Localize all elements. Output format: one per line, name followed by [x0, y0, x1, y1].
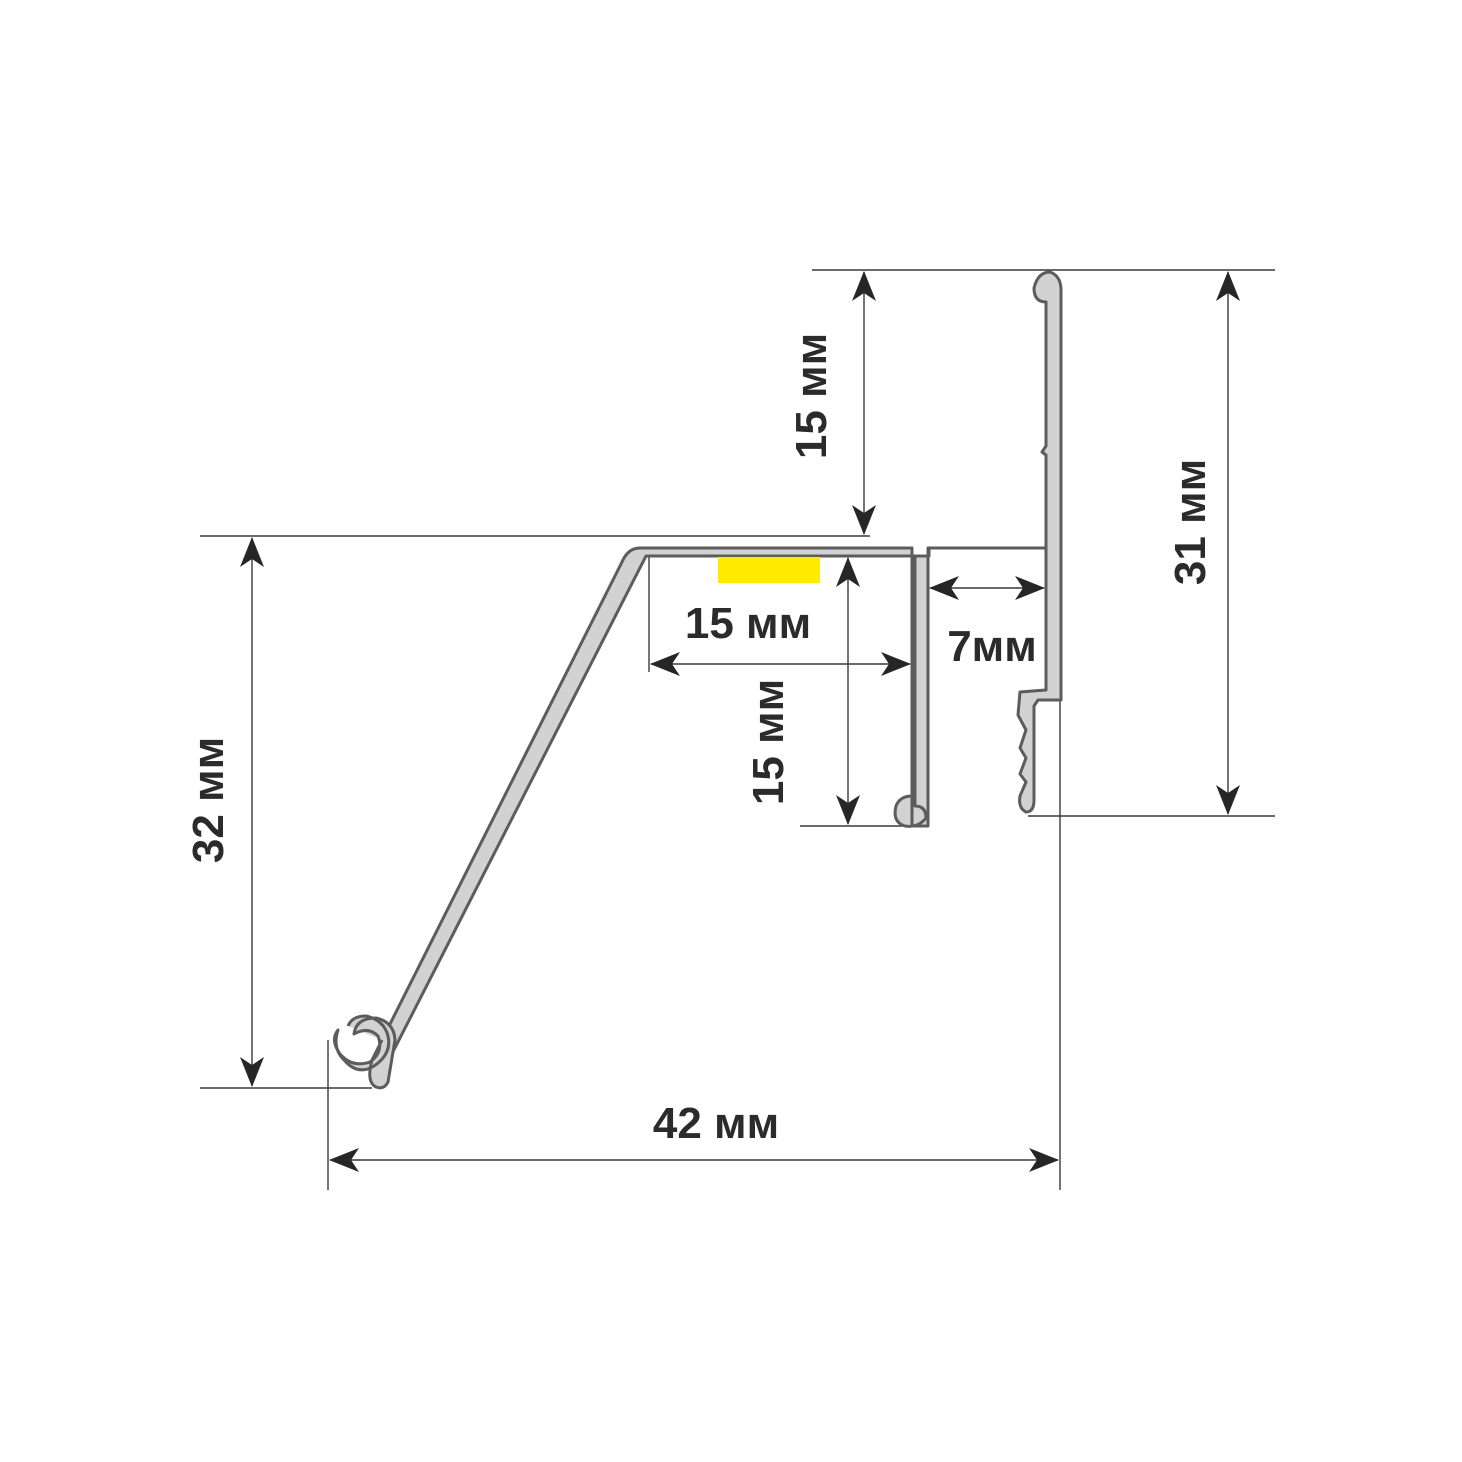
aluminium-profile: [333, 270, 1063, 1090]
profile-hook: [333, 1014, 397, 1090]
dimension-labels: 15 мм 31 мм 15 мм 7мм 15 мм 32 мм 42 мм: [184, 333, 1215, 1148]
dimension-lines: [240, 271, 1240, 1172]
label-total-width: 42 мм: [653, 1099, 779, 1148]
label-right-height: 31 мм: [1166, 459, 1215, 585]
label-slot-width: 7мм: [947, 622, 1037, 671]
label-channel-depth: 15 мм: [744, 679, 793, 805]
label-top-height: 15 мм: [787, 333, 836, 459]
label-channel-width: 15 мм: [685, 599, 811, 648]
label-left-height: 32 мм: [184, 737, 233, 863]
profile-body: [374, 270, 1063, 1087]
led-strip: [718, 557, 820, 583]
extension-lines: [200, 269, 1275, 1190]
